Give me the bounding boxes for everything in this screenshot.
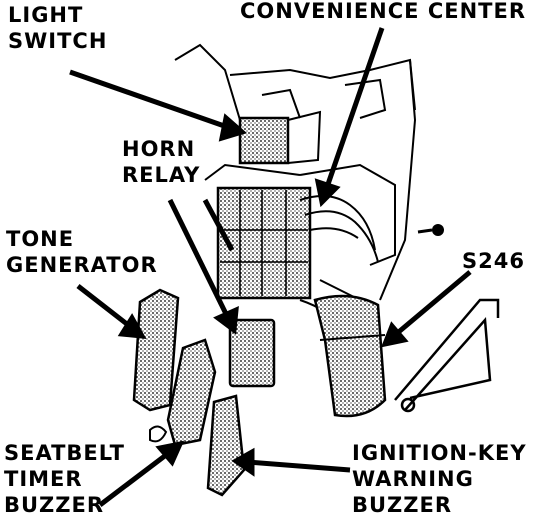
arrow-ignition-key-buzzer	[247, 459, 351, 473]
convenience-center-body	[216, 186, 312, 300]
arrow-convenience-center	[323, 27, 385, 191]
arrow-seatbelt-timer-buzzer	[98, 450, 172, 507]
label-light-switch: LIGHT SWITCH	[8, 3, 108, 53]
light-switch-body	[238, 88, 322, 165]
horn-relay-body	[228, 318, 276, 388]
mounting-bracket	[394, 298, 500, 413]
arrow-light-switch	[69, 69, 231, 131]
arrow-s246	[393, 270, 472, 337]
label-convenience-center: CONVENIENCE CENTER	[240, 0, 526, 23]
label-seatbelt-timer-buzzer: SEATBELT TIMER BUZZER	[4, 441, 125, 517]
seatbelt-timer-buzzer-body	[149, 338, 217, 447]
tone-generator-body	[132, 288, 180, 412]
s246-splice-body	[313, 294, 387, 418]
label-horn-relay: HORN RELAY	[122, 137, 201, 187]
leader-arrows	[69, 27, 472, 507]
arrow-horn-relay	[167, 198, 231, 320]
label-ignition-key-warning-buzzer: IGNITION-KEY WARNING BUZZER	[352, 441, 527, 517]
screw-fastener	[417, 224, 444, 236]
arrow-horn-relay-2	[202, 198, 235, 252]
label-s246: S246	[462, 249, 525, 273]
arrow-tone-generator	[76, 284, 134, 330]
label-tone-generator: TONE GENERATOR	[6, 227, 158, 277]
ignition-key-warning-buzzer-body	[206, 394, 246, 497]
